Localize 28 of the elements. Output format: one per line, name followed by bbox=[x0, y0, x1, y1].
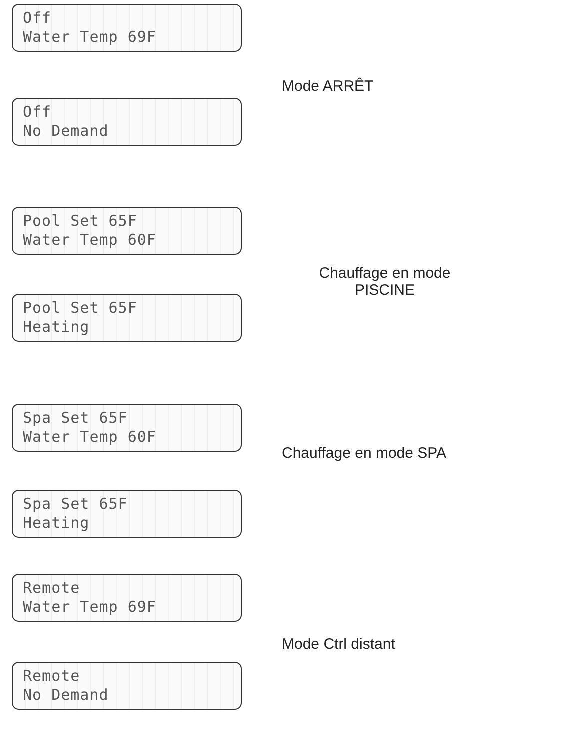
display-text: Spa Set 65F bbox=[23, 495, 129, 514]
display-text: Remote bbox=[23, 579, 82, 598]
mode-caption: Mode ARRÊT bbox=[282, 78, 374, 95]
lcd-display bbox=[12, 4, 242, 52]
display-text: Off bbox=[23, 103, 53, 122]
lcd-display bbox=[12, 490, 242, 538]
display-text: Water Temp 69F bbox=[23, 598, 158, 617]
display-text: Water Temp 60F bbox=[23, 428, 158, 447]
lcd-display bbox=[12, 98, 242, 146]
lcd-display bbox=[12, 662, 242, 710]
display-text: Spa Set 65F bbox=[23, 409, 129, 428]
display-text: No Demand bbox=[23, 686, 110, 705]
display-text: Heating bbox=[23, 318, 91, 337]
lcd-display bbox=[12, 574, 242, 622]
lcd-display bbox=[12, 207, 242, 255]
lcd-display bbox=[12, 404, 242, 452]
display-text: Pool Set 65F bbox=[23, 299, 138, 318]
display-text: Water Temp 69F bbox=[23, 28, 158, 47]
mode-caption: Mode Ctrl distant bbox=[282, 636, 396, 653]
display-text: Water Temp 60F bbox=[23, 231, 158, 250]
display-text: Off bbox=[23, 9, 53, 28]
display-text: No Demand bbox=[23, 122, 110, 141]
display-text: Remote bbox=[23, 667, 82, 686]
display-text: Pool Set 65F bbox=[23, 212, 138, 231]
lcd-display bbox=[12, 294, 242, 342]
display-text: Heating bbox=[23, 514, 91, 533]
mode-caption: Chauffage en mode PISCINE bbox=[318, 265, 452, 299]
mode-caption: Chauffage en mode SPA bbox=[282, 445, 447, 462]
